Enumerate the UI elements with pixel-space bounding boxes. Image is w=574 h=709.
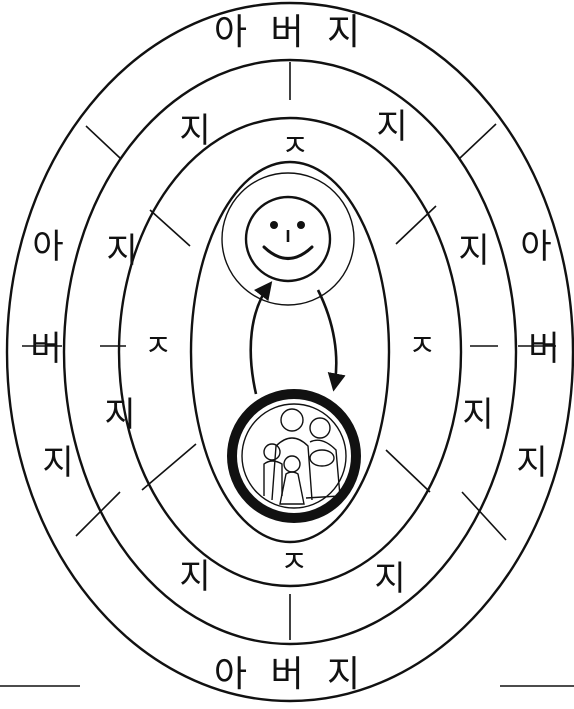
second-label-upper-left: 지	[179, 111, 210, 151]
third-label-right: ㅈ	[408, 329, 436, 364]
outer-bottom-label: 아 버 지	[214, 654, 366, 695]
spoke-second-upper-left	[150, 210, 190, 246]
second-label-upper-right: 지	[376, 107, 407, 147]
second-label-left-upper: 지	[106, 231, 137, 271]
spoke-outer-upper-left	[86, 126, 120, 158]
spoke-second-upper-right	[396, 206, 436, 244]
outer-right-label-2: 버	[528, 329, 559, 369]
spoke-outer-lower-left	[76, 492, 120, 536]
outer-top-label: 아 버 지	[214, 12, 366, 53]
second-label-lower-right: 지	[374, 559, 405, 599]
second-label-lower-left: 지	[179, 557, 210, 597]
third-label-left: ㅈ	[144, 329, 172, 364]
second-label-right-lower: 지	[462, 395, 493, 435]
up-arrow	[251, 284, 270, 394]
third-label-bottom: ㅈ	[280, 545, 308, 580]
second-label-right-upper: 지	[458, 231, 489, 271]
inner-ring	[191, 162, 389, 542]
family-group-icon	[232, 394, 356, 518]
outer-left-label-1: 아	[32, 227, 63, 267]
spoke-outer-upper-right	[460, 124, 496, 158]
outer-left-label-3: 지	[42, 443, 73, 483]
third-label-top: ㅈ	[281, 129, 309, 164]
down-arrow	[318, 290, 336, 388]
outer-right-label-3: 지	[516, 443, 547, 483]
second-label-left-lower: 지	[104, 395, 135, 435]
outer-left-label-2: 버	[30, 329, 61, 369]
smiley-face-icon	[222, 173, 354, 305]
spoke-second-lower-right	[386, 450, 430, 492]
outer-right-label-1: 아	[520, 227, 551, 267]
spoke-second-lower-left	[142, 444, 196, 490]
